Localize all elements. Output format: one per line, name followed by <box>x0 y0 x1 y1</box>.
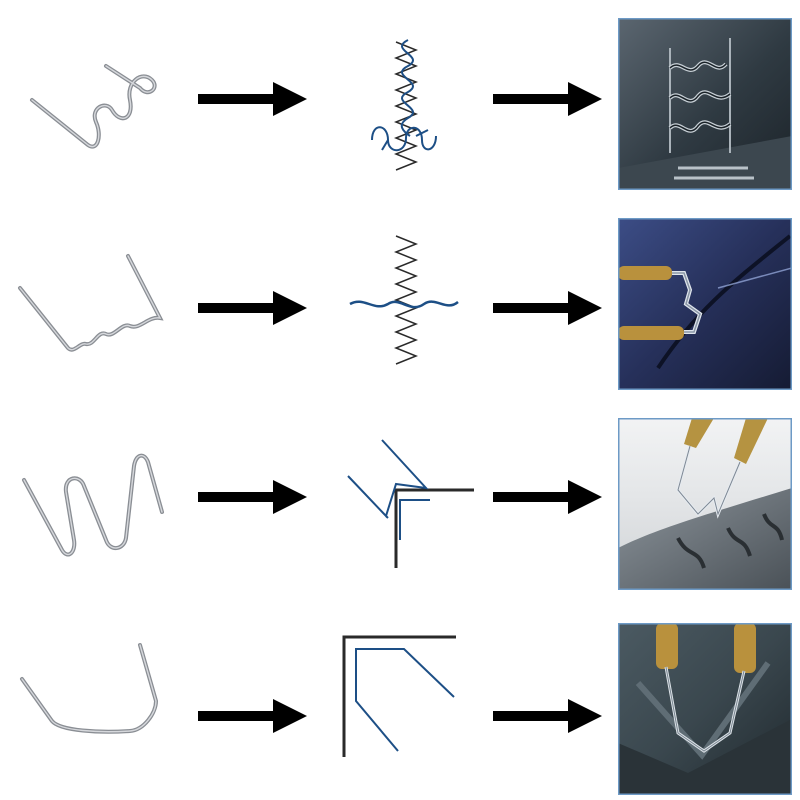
wave-staple-icon <box>30 64 157 149</box>
arrow-icon <box>493 699 602 733</box>
wave-staple-over-crack-diagram <box>371 39 437 171</box>
arrow-icon <box>198 291 307 325</box>
v-staple-inside-corner-diagram <box>342 635 456 757</box>
w-staple-outside-corner-diagram <box>347 439 474 568</box>
row-flat-staple <box>0 200 800 395</box>
flat-staple-icon <box>18 254 164 352</box>
row-w-staple <box>0 400 800 595</box>
row-wave-staple <box>0 0 800 195</box>
v-staple-welding-photo <box>618 623 792 795</box>
flat-staple-welding-photo <box>618 218 792 390</box>
w-staple-icon <box>22 453 164 557</box>
arrow-icon <box>493 82 602 116</box>
wave-staples-melted-photo <box>618 18 792 190</box>
arrow-icon <box>198 480 307 514</box>
arrow-icon <box>493 291 602 325</box>
arrow-icon <box>198 699 307 733</box>
row-v-staple <box>0 605 800 800</box>
arrow-icon <box>493 480 602 514</box>
flat-staple-over-crack-diagram <box>349 235 459 365</box>
v-staple-icon <box>20 643 159 734</box>
w-staple-welding-photo <box>618 418 792 590</box>
arrow-icon <box>198 82 307 116</box>
